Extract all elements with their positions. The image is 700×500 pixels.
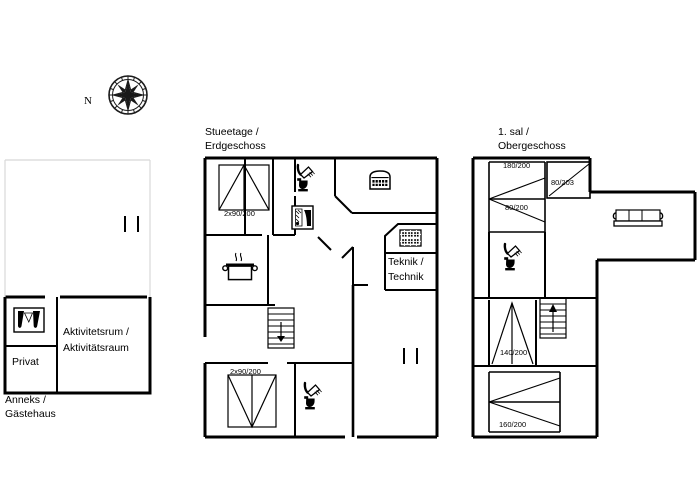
staircase-icon — [267, 307, 295, 349]
bed-140-symbol — [491, 301, 534, 365]
compass-rose-icon — [108, 75, 148, 115]
terrace-marks-ground — [403, 348, 418, 364]
activity-room-label-line2: Aktivitätsraum — [63, 342, 129, 354]
first-floor-caption-line1: 1. sal / — [498, 126, 529, 138]
dimension-bed-80-right: 80/203 — [551, 178, 574, 187]
technical-equipment-icon — [399, 229, 422, 247]
activity-room-label-line1: Aktivitetsrum / — [63, 326, 129, 338]
dimension-bed-180: 180/200 — [503, 161, 531, 170]
sauna-icon — [369, 170, 391, 190]
toilet-icon — [296, 163, 316, 193]
bed-symbol-lower-left — [227, 374, 277, 429]
bed-symbol-upper-left — [218, 163, 270, 211]
shower-icon — [291, 205, 314, 230]
toilet-icon-2 — [303, 381, 323, 411]
technical-room-label-line1: Teknik / — [388, 256, 424, 268]
dimension-bed-80-left: 80/200 — [505, 203, 528, 212]
ground-floor-caption-line2: Erdgeschoss — [205, 140, 266, 152]
ground-floor-caption-line1: Stueetage / — [205, 126, 259, 138]
bed-diagonals-first-floor — [488, 163, 590, 427]
technical-room-label-line2: Technik — [388, 271, 424, 283]
annex-caption-line1: Anneks / — [5, 394, 46, 406]
ground-floor-walls — [203, 156, 439, 439]
annex-caption-line2: Gästehaus — [5, 408, 56, 420]
private-room-label: Privat — [12, 356, 39, 368]
annex-upper-outline — [4, 159, 151, 297]
toilet-icon-first-floor — [503, 242, 523, 272]
dimension-bed-160: 160/200 — [499, 420, 527, 429]
sofa-icon — [612, 209, 664, 227]
first-floor-walls — [471, 156, 697, 439]
technical-room-walls — [384, 223, 437, 291]
dimension-bed-upper-left: 2x90/200 — [224, 209, 255, 218]
dimension-bed-lower-left: 2x90/200 — [230, 367, 261, 376]
first-floor-caption-line2: Obergeschoss — [498, 140, 566, 152]
dimension-bed-140: 140/200 — [500, 348, 528, 357]
annex-walls — [3, 295, 152, 395]
stove-pot-icon — [222, 252, 258, 281]
activity-icon — [13, 307, 45, 333]
staircase-icon-first-floor — [539, 297, 567, 339]
upper-left-marks — [124, 216, 139, 232]
bed-80-right — [546, 161, 591, 199]
compass-north-label: N — [84, 95, 92, 107]
